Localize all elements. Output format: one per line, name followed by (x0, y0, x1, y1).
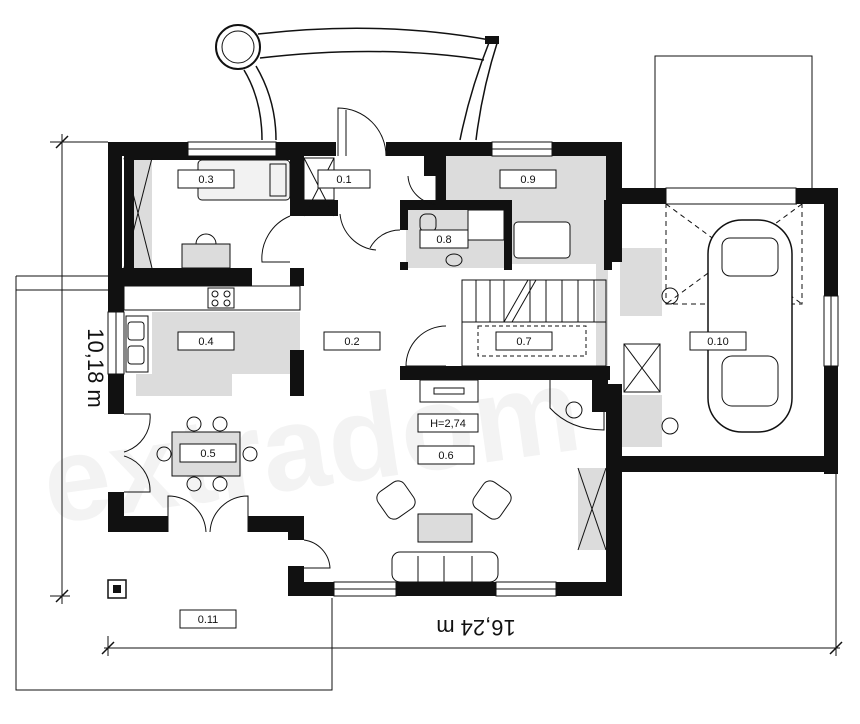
room-label-0-5: 0.5 (200, 448, 215, 460)
room-label-0-3: 0.3 (198, 174, 213, 186)
room-label-0-4: 0.4 (198, 336, 213, 348)
room-label-0-7: 0.7 (516, 336, 531, 348)
room-label-0-8: 0.8 (436, 234, 451, 246)
depth-dimension: 10,18 m (83, 328, 108, 408)
entrance-canopy (215, 24, 499, 141)
staircase (461, 279, 607, 367)
walls (108, 142, 838, 596)
room-label-0-9: 0.9 (520, 174, 535, 186)
width-dimension: 16,24 m (436, 615, 516, 640)
room-label-0-6: 0.6 (438, 450, 453, 462)
dimension-lines: 10,18 m 16,24 m (50, 134, 843, 656)
driveway (654, 55, 813, 188)
doors (123, 107, 447, 569)
room-label-0-2: 0.2 (344, 336, 359, 348)
furniture (123, 157, 679, 583)
room-label-0-10: 0.10 (707, 336, 728, 348)
room-labels: 0.1 0.3 0.9 0.8 0.4 0.2 0.7 0.10 0.5 H=2… (177, 169, 747, 629)
height-label: H=2,74 (430, 418, 466, 430)
windows (107, 141, 839, 597)
room-label-0-1: 0.1 (336, 174, 351, 186)
garage-car (623, 203, 803, 433)
room-label-0-11: 0.11 (198, 614, 219, 626)
